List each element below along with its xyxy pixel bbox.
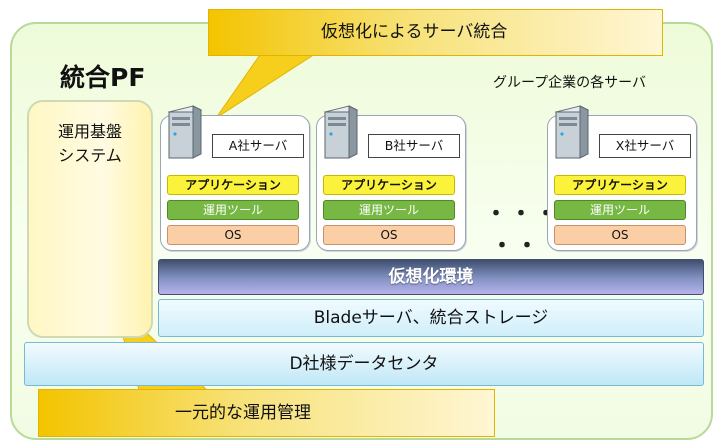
operation-system-label: 運用基盤 システム <box>57 122 122 165</box>
server-tower-icon <box>167 105 203 159</box>
server-tower-icon <box>323 105 359 159</box>
ellipsis-row1: ・・・ <box>485 202 561 227</box>
callout-unified-management: 一元的な運用管理 <box>38 389 495 437</box>
os-bar-a: OS <box>167 225 299 245</box>
operation-system-panel <box>27 100 153 338</box>
blade-storage-layer: Bladeサーバ、統合ストレージ <box>158 299 704 337</box>
app-bar-x: アプリケーション <box>554 175 686 195</box>
virtualization-layer: 仮想化環境 <box>158 259 704 295</box>
datacenter-layer: D社様データセンタ <box>24 342 704 386</box>
server-label-a: A社サーバ <box>212 134 304 158</box>
server-label-x: X社サーバ <box>599 134 691 158</box>
tool-bar-b: 運用ツール <box>323 200 455 220</box>
os-bar-b: OS <box>323 225 455 245</box>
platform-title: 統合PF <box>60 63 146 92</box>
top-callout-pointer <box>215 51 320 119</box>
group-servers-label: グループ企業の各サーバ <box>493 75 647 91</box>
app-bar-b: アプリケーション <box>323 175 455 195</box>
tool-bar-x: 運用ツール <box>554 200 686 220</box>
ellipsis-row2: ・・ <box>491 234 542 259</box>
server-label-b: B社サーバ <box>368 134 460 158</box>
callout-server-consolidation: 仮想化によるサーバ統合 <box>208 9 663 56</box>
tool-bar-a: 運用ツール <box>167 200 299 220</box>
app-bar-a: アプリケーション <box>167 175 299 195</box>
os-bar-x: OS <box>554 225 686 245</box>
server-tower-icon <box>554 105 590 159</box>
